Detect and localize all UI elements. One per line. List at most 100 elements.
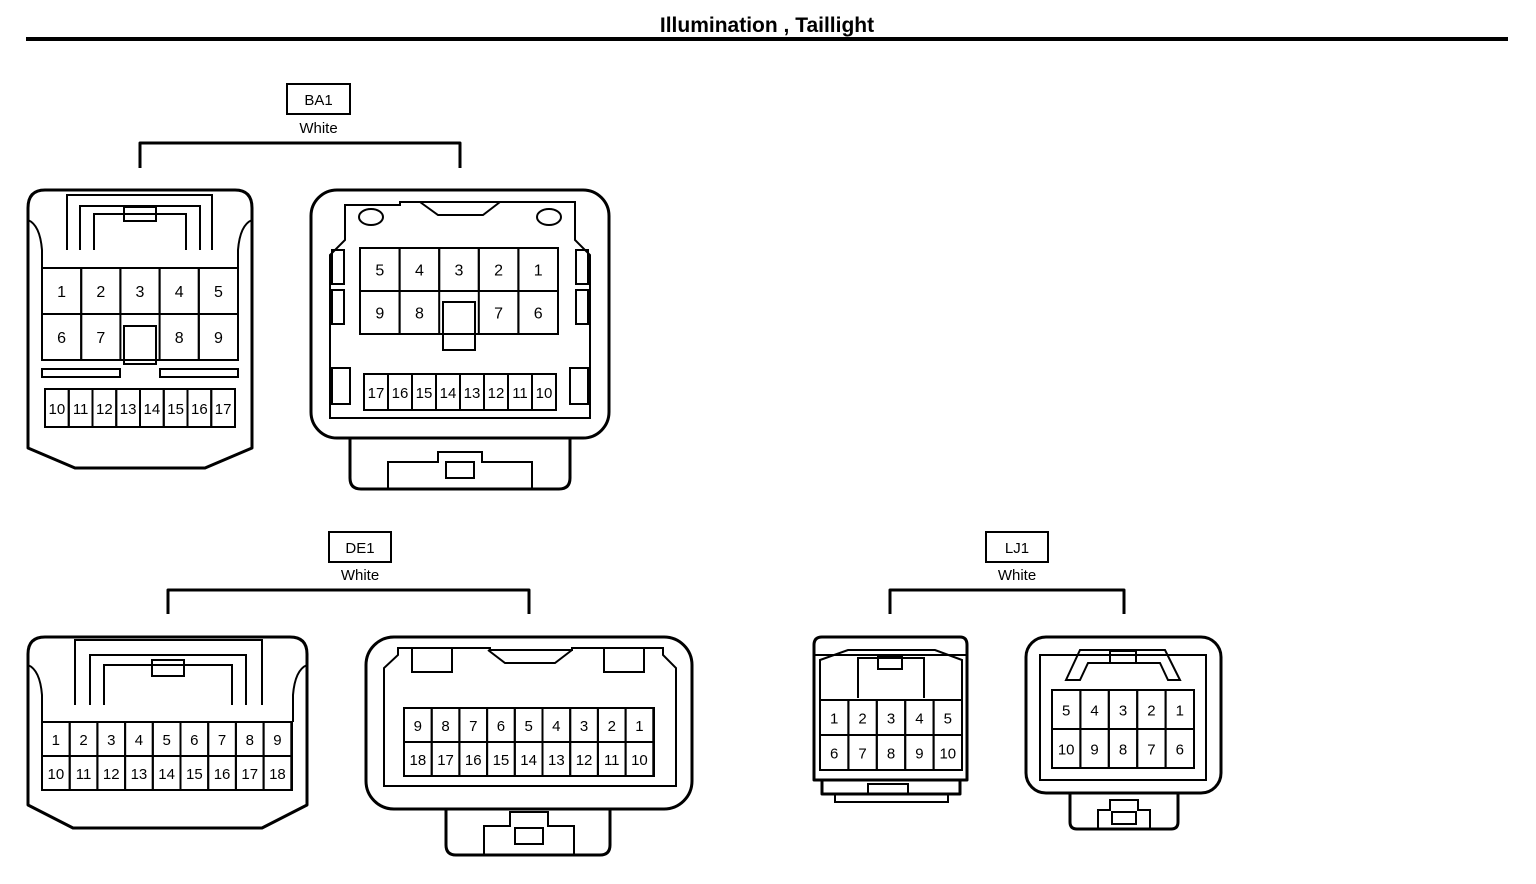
pin-number: 13 <box>548 752 565 769</box>
pin-number: 8 <box>415 306 424 323</box>
pin-number: 3 <box>455 263 464 280</box>
connector-code: BA1 <box>304 92 332 109</box>
pin-number: 5 <box>944 711 952 728</box>
connector-code: LJ1 <box>1005 540 1029 557</box>
pin-number: 4 <box>1090 703 1098 720</box>
pin-number: 15 <box>167 401 184 418</box>
pin-number: 6 <box>57 330 66 347</box>
pin-number: 6 <box>534 306 543 323</box>
pin-number: 14 <box>158 766 175 783</box>
pin-number: 4 <box>552 718 560 735</box>
pin-number: 2 <box>79 732 87 749</box>
pin-number: 12 <box>103 766 120 783</box>
pin-number: 1 <box>635 718 643 735</box>
pin-number: 11 <box>76 766 92 783</box>
pin-number: 12 <box>488 385 505 402</box>
pin-number: 15 <box>493 752 510 769</box>
pin-number: 17 <box>437 752 454 769</box>
pin-number: 3 <box>580 718 588 735</box>
connector-bracket <box>166 588 531 614</box>
pin-number: 13 <box>131 766 148 783</box>
pin-number: 16 <box>214 766 231 783</box>
pin-number: 7 <box>1147 742 1155 759</box>
pin-number: 6 <box>830 746 838 763</box>
pin-number: 3 <box>887 711 895 728</box>
connector-code-box <box>985 531 1049 563</box>
pin-number: 1 <box>1176 703 1184 720</box>
pin-cell <box>932 734 963 771</box>
pin-number: 10 <box>939 746 956 763</box>
pin-cell <box>398 290 441 335</box>
pin-number: 5 <box>1062 703 1070 720</box>
pin-cell <box>80 313 122 361</box>
pin-number: 5 <box>524 718 532 735</box>
connector-color: White <box>299 120 337 137</box>
pin-number: 11 <box>73 401 89 418</box>
connector-bracket <box>138 141 462 168</box>
pin-number: 2 <box>858 711 866 728</box>
pin-number: 6 <box>497 718 505 735</box>
pin-number: 10 <box>49 401 66 418</box>
pin-number: 9 <box>375 306 384 323</box>
pin-number: 1 <box>830 711 838 728</box>
pin-number: 17 <box>241 766 258 783</box>
pin-number: 6 <box>190 732 198 749</box>
pin-number: 7 <box>494 306 503 323</box>
pin-number: 1 <box>52 732 60 749</box>
connector-color: White <box>341 567 379 584</box>
connector-code: DE1 <box>345 540 374 557</box>
pin-cell <box>197 313 240 361</box>
pin-number: 13 <box>120 401 137 418</box>
pin-number: 4 <box>915 711 923 728</box>
pin-number: 4 <box>415 263 424 280</box>
pin-number: 5 <box>162 732 170 749</box>
pin-number: 15 <box>186 766 203 783</box>
pin-number: 2 <box>1147 703 1155 720</box>
pin-number: 7 <box>96 330 105 347</box>
pin-cell <box>624 741 655 777</box>
pin-number: 4 <box>175 284 184 301</box>
pin-number: 9 <box>214 330 223 347</box>
page-title: Illumination , Taillight <box>660 14 874 37</box>
pin-number: 3 <box>136 284 145 301</box>
pin-number: 16 <box>392 385 409 402</box>
pin-number: 13 <box>464 385 481 402</box>
pin-number: 9 <box>1090 742 1098 759</box>
pin-number: 1 <box>57 284 66 301</box>
pin-number: 15 <box>416 385 433 402</box>
pin-number: 17 <box>368 385 385 402</box>
pin-number: 16 <box>191 401 208 418</box>
pin-number: 11 <box>604 752 620 769</box>
pin-number: 8 <box>1119 742 1127 759</box>
pin-number: 8 <box>246 732 254 749</box>
pin-cell <box>210 388 236 428</box>
pin-number: 17 <box>215 401 232 418</box>
pin-number: 12 <box>96 401 113 418</box>
connector-color: White <box>998 567 1036 584</box>
pin-number: 8 <box>175 330 184 347</box>
pin-number: 9 <box>414 718 422 735</box>
pin-number: 10 <box>536 385 553 402</box>
pin-number: 1 <box>534 263 543 280</box>
pin-number: 9 <box>915 746 923 763</box>
pin-number: 3 <box>107 732 115 749</box>
connector-bracket <box>888 588 1126 614</box>
pin-cell <box>262 755 293 791</box>
pin-cell <box>1164 728 1195 769</box>
pin-number: 7 <box>858 746 866 763</box>
pin-number: 10 <box>631 752 648 769</box>
pin-number: 3 <box>1119 703 1127 720</box>
pin-number: 18 <box>410 752 427 769</box>
pin-number: 2 <box>494 263 503 280</box>
